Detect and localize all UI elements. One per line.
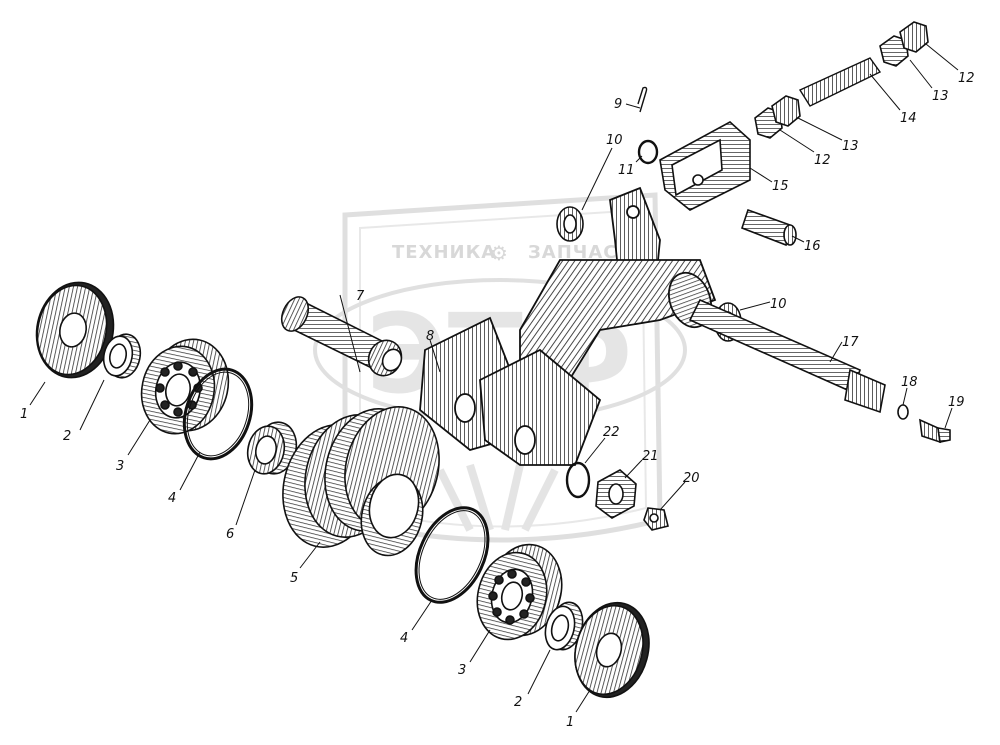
- callout-18: 18: [901, 375, 918, 390]
- callout-10a: 10: [606, 133, 623, 148]
- callout-6: 6: [226, 527, 234, 542]
- callout-13a: 13: [932, 89, 949, 104]
- callout-13b: 13: [842, 139, 859, 154]
- callout-3: 3: [116, 459, 124, 474]
- part-22-lock-washer: [565, 461, 591, 499]
- part-9-cotter-pin: [637, 86, 648, 113]
- part-12-13-nuts-upper: [879, 21, 929, 67]
- part-17-axle: [688, 298, 886, 414]
- part-5-roller-stack: [282, 406, 440, 557]
- leader-lines: [29, 43, 959, 713]
- callout-9: 9: [614, 97, 622, 112]
- part-15-clevis-block: [659, 121, 751, 211]
- part-2-bushing-left: [102, 333, 142, 379]
- part-3-bearing-right: [476, 543, 563, 641]
- callout-7: 7: [356, 289, 365, 304]
- part-20-grease-fitting: [643, 507, 669, 531]
- callout-20: 20: [683, 471, 700, 486]
- callout-19: 19: [948, 395, 965, 410]
- part-6-needle-bearing: [246, 421, 298, 475]
- watermark-left-text: ТЕХНИКА: [392, 242, 496, 263]
- callout-1: 1: [20, 407, 28, 422]
- part-12-13-nuts-lower: [754, 95, 801, 139]
- part-4-snap-ring-left: [182, 367, 254, 461]
- callout-2: 2: [63, 429, 71, 444]
- callout-16: 16: [804, 239, 821, 254]
- callout-21: 21: [642, 449, 659, 464]
- callout-14: 14: [900, 111, 917, 126]
- part-16-pin: [740, 208, 797, 247]
- callout-5: 5: [290, 571, 298, 586]
- callout-labels: 1 2 3 4 6 5 7 8 4 3 2 1 9 10 11 15 12 13…: [20, 71, 975, 730]
- callout-4: 4: [168, 491, 176, 506]
- part-14-threaded-rod: [798, 57, 882, 107]
- callout-10b: 10: [770, 297, 787, 312]
- part-2-bushing-right: [544, 601, 584, 651]
- callout-8: 8: [426, 329, 434, 344]
- callout-1b: 1: [566, 715, 574, 730]
- part-10-washer-upper: [556, 206, 584, 242]
- callout-11: 11: [618, 163, 635, 178]
- gear-icon: ⚙: [490, 241, 509, 265]
- part-4-snap-ring-right: [414, 506, 490, 604]
- part-7-splined-shaft: [280, 296, 403, 377]
- callout-22: 22: [603, 425, 620, 440]
- part-8-arm-bracket: [419, 186, 717, 466]
- callout-17: 17: [842, 335, 859, 350]
- part-1-washer-left: [35, 281, 115, 379]
- part-21-castle-nut: [595, 469, 637, 519]
- part-19-bolt: [919, 418, 951, 444]
- callout-3b: 3: [458, 663, 466, 678]
- callout-15: 15: [772, 179, 789, 194]
- part-1-washer-right: [574, 601, 650, 699]
- part-11-ring: [637, 139, 659, 165]
- callout-12b: 12: [814, 153, 831, 168]
- callout-2b: 2: [514, 695, 522, 710]
- callout-12a: 12: [958, 71, 975, 86]
- callout-4b: 4: [400, 631, 408, 646]
- part-18-washer: [897, 404, 909, 420]
